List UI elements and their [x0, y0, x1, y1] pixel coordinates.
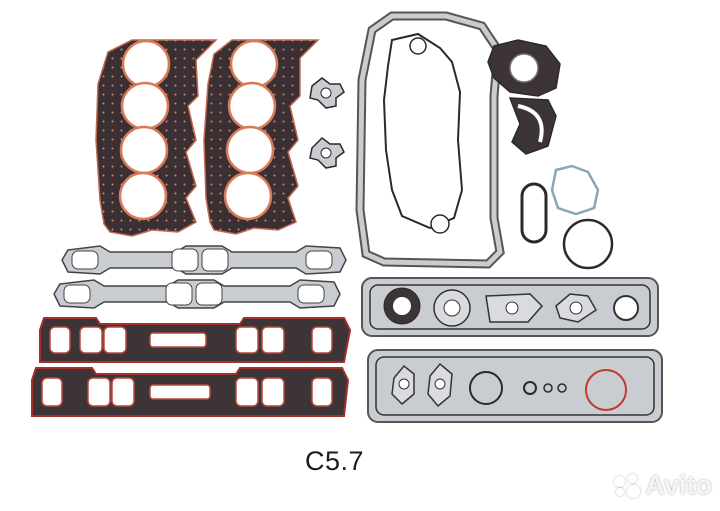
- intake-manifold-gasket-upper: [39, 317, 352, 363]
- water-outlet-gasket: [550, 164, 600, 216]
- rear-main-seal-retainer: [508, 97, 557, 155]
- oil-pan-gasket: [355, 11, 505, 269]
- avito-logo-icon: [612, 472, 642, 500]
- avito-wordmark: Avito: [645, 470, 713, 500]
- small-flange-gasket-upper: [309, 77, 345, 109]
- intake-manifold-gasket-lower: [31, 367, 350, 417]
- kit-caption: C5.7: [305, 446, 365, 476]
- exhaust-manifold-gasket-lower: [53, 279, 341, 309]
- cylinder-head-gasket-left: [95, 39, 218, 237]
- avito-watermark: Avito: [612, 470, 713, 501]
- cylinder-head-gasket-right: [203, 39, 320, 235]
- timing-cover-gasket: [487, 39, 561, 97]
- oval-seal: [520, 182, 548, 244]
- valve-cover-gasket-lower: [367, 349, 663, 423]
- valve-cover-gasket-upper: [361, 277, 659, 337]
- exhaust-manifold-gasket-upper: [61, 245, 347, 275]
- o-ring-large: [562, 218, 614, 270]
- small-flange-gasket-lower: [309, 137, 345, 169]
